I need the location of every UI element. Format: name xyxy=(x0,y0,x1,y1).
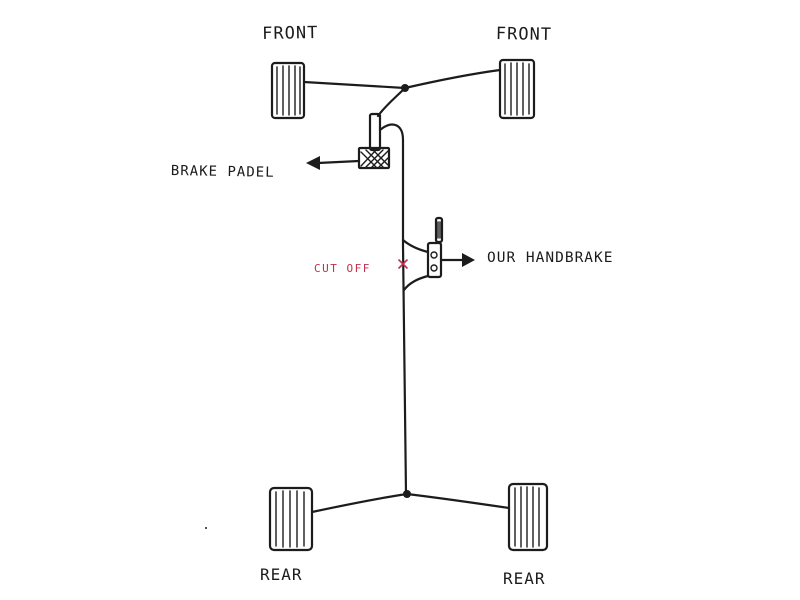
front-right-brake-line xyxy=(403,68,502,90)
master-cylinder xyxy=(368,112,382,152)
front-right-wheel xyxy=(498,58,536,120)
handbrake-bypass-upper xyxy=(401,238,430,254)
cut-off-label: CUT OFF xyxy=(314,262,371,275)
handbrake-label: OUR HANDBRAKE xyxy=(487,250,614,266)
rear-right-label: REAR xyxy=(503,569,546,588)
front-left-wheel xyxy=(270,61,306,120)
brake-pedal-arrow xyxy=(306,156,361,170)
handbrake-arrow xyxy=(440,253,475,267)
handbrake-lever xyxy=(434,216,444,244)
rear-left-wheel xyxy=(268,486,314,552)
rear-junction xyxy=(403,490,411,498)
main-brake-cable xyxy=(378,123,408,496)
ink-dot xyxy=(205,527,207,529)
brake-pedal xyxy=(357,146,391,170)
brake-pedal-label: BRAKE PADEL xyxy=(170,163,275,181)
handbrake-unit xyxy=(426,241,443,279)
rear-left-label: REAR xyxy=(260,565,303,584)
rear-left-brake-line xyxy=(310,492,409,514)
master-cylinder-line xyxy=(376,86,407,118)
rear-right-wheel xyxy=(507,482,549,552)
handbrake-bypass-lower xyxy=(402,274,430,292)
front-left-brake-line xyxy=(302,80,407,90)
front-right-label: FRONT xyxy=(495,24,553,45)
rear-right-brake-line xyxy=(405,492,511,510)
cut-off-marker xyxy=(398,259,408,269)
front-left-label: FRONT xyxy=(262,23,319,44)
